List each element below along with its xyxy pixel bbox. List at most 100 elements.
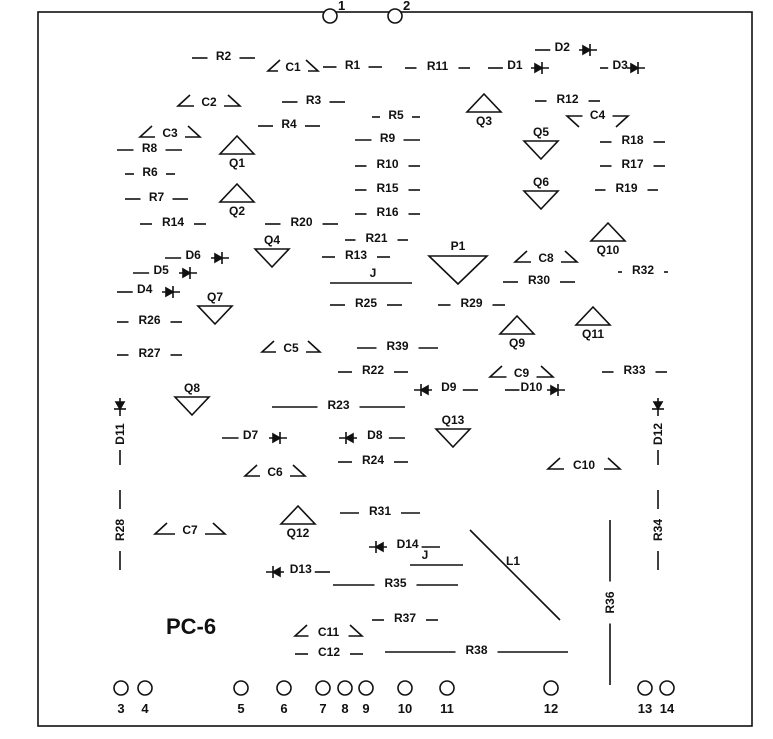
jumper-j[interactable]: J — [410, 548, 463, 566]
diode-d5[interactable]: D5 — [133, 263, 197, 279]
transistor-q5[interactable]: Q5 — [522, 125, 560, 161]
resistor-r29[interactable]: R29 — [438, 296, 505, 310]
resistor-r25[interactable]: R25 — [330, 296, 402, 310]
capacitor-c6[interactable]: C6 — [242, 464, 308, 479]
resistor-r34[interactable]: R34 — [651, 490, 665, 570]
pad-7[interactable]: 7 — [315, 680, 331, 716]
diode-d12[interactable]: D12 — [651, 398, 665, 465]
resistor-r9[interactable]: R9 — [355, 131, 420, 145]
pad-11[interactable]: 11 — [439, 680, 455, 716]
jumper-j[interactable]: J — [330, 266, 412, 284]
diode-d1[interactable]: D1 — [488, 58, 549, 74]
diode-d9[interactable]: D9 — [414, 380, 478, 396]
resistor-r22[interactable]: R22 — [338, 363, 408, 377]
resistor-r14[interactable]: R14 — [140, 215, 206, 229]
resistor-r5[interactable]: R5 — [372, 108, 420, 122]
resistor-r1[interactable]: R1 — [323, 58, 382, 72]
transistor-q10[interactable]: Q10 — [589, 221, 627, 257]
resistor-r38[interactable]: R38 — [385, 643, 568, 657]
transistor-q3[interactable]: Q3 — [465, 92, 503, 128]
resistor-r37[interactable]: R37 — [372, 611, 438, 625]
resistor-r20[interactable]: R20 — [265, 215, 338, 229]
diode-d3[interactable]: D3 — [600, 58, 645, 74]
resistor-r16[interactable]: R16 — [355, 205, 420, 219]
resistor-r33[interactable]: R33 — [602, 363, 667, 377]
diode-d14[interactable]: D14 — [369, 537, 440, 553]
diode-d10[interactable]: D10 — [505, 380, 565, 396]
pad-13[interactable]: 13 — [637, 680, 653, 716]
resistor-r21[interactable]: R21 — [345, 231, 408, 245]
capacitor-c8[interactable]: C8 — [512, 250, 580, 265]
resistor-r7[interactable]: R7 — [125, 190, 188, 204]
resistor-r11[interactable]: R11 — [405, 59, 470, 73]
diode-d8[interactable]: D8 — [339, 428, 405, 444]
diode-d2[interactable]: D2 — [535, 40, 597, 56]
pad-14[interactable]: 14 — [659, 680, 675, 716]
capacitor-c1[interactable]: C1 — [265, 59, 321, 74]
capacitor-c9[interactable]: C9 — [487, 365, 556, 380]
resistor-r15[interactable]: R15 — [355, 181, 420, 195]
capacitor-c5[interactable]: C5 — [259, 340, 323, 355]
resistor-r30[interactable]: R30 — [503, 273, 575, 287]
transistor-q11[interactable]: Q11 — [574, 305, 612, 341]
resistor-r2[interactable]: R2 — [192, 49, 255, 63]
resistor-r23[interactable]: R23 — [272, 398, 405, 412]
transistor-q4[interactable]: Q4 — [253, 233, 291, 269]
transistor-q6[interactable]: Q6 — [522, 175, 560, 211]
transistor-q8[interactable]: Q8 — [173, 381, 211, 417]
capacitor-c11[interactable]: C11 — [292, 624, 365, 639]
resistor-r24[interactable]: R24 — [338, 453, 408, 467]
resistor-r18[interactable]: R18 — [600, 133, 665, 147]
capacitor-c7[interactable]: C7 — [152, 522, 228, 537]
inductor-l1[interactable]: L1 — [469, 529, 561, 621]
pad-8[interactable]: 8 — [337, 680, 353, 716]
resistor-r26[interactable]: R26 — [117, 313, 182, 327]
resistor-r27[interactable]: R27 — [117, 346, 182, 360]
resistor-r32[interactable]: R32 — [618, 263, 668, 277]
potentiometer-p1[interactable]: P1 — [427, 239, 489, 286]
diode-d7[interactable]: D7 — [222, 428, 287, 444]
pad-4[interactable]: 4 — [137, 680, 153, 716]
resistor-r4[interactable]: R4 — [258, 117, 320, 131]
resistor-r6[interactable]: R6 — [125, 165, 175, 179]
resistor-r17[interactable]: R17 — [600, 157, 665, 171]
resistor-r3[interactable]: R3 — [282, 93, 345, 107]
resistor-r39[interactable]: R39 — [357, 339, 438, 353]
transistor-q1[interactable]: Q1 — [218, 134, 256, 170]
resistor-r31[interactable]: R31 — [340, 504, 420, 518]
pad-12[interactable]: 12 — [543, 680, 559, 716]
diode-d6[interactable]: D6 — [165, 248, 229, 264]
diode-d11[interactable]: D11 — [113, 398, 127, 465]
resistor-r28[interactable]: R28 — [113, 490, 127, 570]
transistor-q12[interactable]: Q12 — [279, 504, 317, 540]
resistor-r8[interactable]: R8 — [117, 141, 182, 155]
transistor-q7[interactable]: Q7 — [196, 290, 234, 326]
transistor-q2[interactable]: Q2 — [218, 182, 256, 218]
pad-9[interactable]: 9 — [358, 680, 374, 716]
pad-6[interactable]: 6 — [276, 680, 292, 716]
capacitor-c10[interactable]: C10 — [545, 457, 623, 472]
transistor-icon — [279, 504, 317, 525]
resistor-r35[interactable]: R35 — [333, 576, 458, 590]
transistor-q9[interactable]: Q9 — [498, 314, 536, 350]
pad-2[interactable]: 2 — [387, 0, 410, 24]
transistor-q13[interactable]: Q13 — [434, 413, 472, 449]
pad-1[interactable]: 1 — [322, 0, 345, 24]
pad-3[interactable]: 3 — [113, 680, 129, 716]
capacitor-c3[interactable]: C3 — [137, 125, 203, 140]
diode-d4[interactable]: D4 — [117, 282, 180, 298]
resistor-r13[interactable]: R13 — [322, 248, 390, 262]
capacitor-c12[interactable]: C12 — [295, 645, 363, 659]
capacitor-c4[interactable]: C4 — [564, 108, 631, 128]
resistor-r10[interactable]: R10 — [355, 157, 420, 171]
resistor-r36[interactable]: R36 — [603, 520, 617, 685]
resistor-r12[interactable]: R12 — [535, 92, 600, 106]
pad-5[interactable]: 5 — [233, 680, 249, 716]
resistor-r19[interactable]: R19 — [595, 181, 658, 195]
pad-10[interactable]: 10 — [397, 680, 413, 716]
capacitor-c2[interactable]: C2 — [175, 94, 243, 109]
component-label: Q13 — [442, 413, 465, 427]
component-label: D9 — [441, 380, 457, 394]
diode-d13[interactable]: D13 — [266, 562, 330, 578]
component-label: C8 — [538, 251, 554, 265]
